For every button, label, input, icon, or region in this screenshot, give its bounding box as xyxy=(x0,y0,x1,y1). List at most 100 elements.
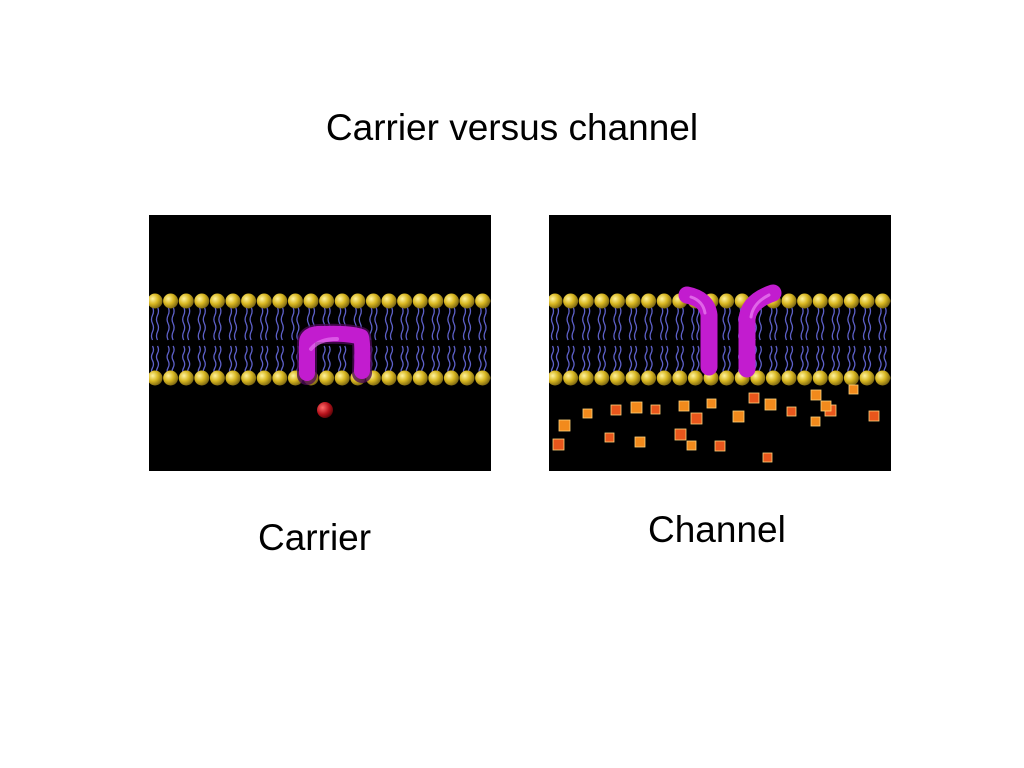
lipid-tail xyxy=(389,306,394,341)
lipid-tail xyxy=(550,345,555,376)
ion-particle xyxy=(714,440,726,452)
lipid-head xyxy=(256,293,272,309)
ion-particle xyxy=(732,410,745,423)
lipid-tail xyxy=(696,345,700,376)
ion-particle xyxy=(582,408,593,419)
lipid-tail xyxy=(436,345,440,376)
lipid-head xyxy=(609,370,625,386)
lipid-head xyxy=(750,370,766,386)
lipid-head xyxy=(194,370,210,386)
lipid-tail xyxy=(816,306,820,341)
lipid-head xyxy=(303,293,319,309)
lipid-tail xyxy=(291,345,295,376)
lipid-tail xyxy=(265,306,269,341)
lipid-tail xyxy=(150,306,155,341)
lipid-tail xyxy=(213,345,217,376)
lipid-head xyxy=(843,370,859,386)
lipid-tail xyxy=(197,345,201,376)
lipid-tail xyxy=(680,306,684,341)
lipid-tail xyxy=(447,306,451,341)
lipid-tail xyxy=(862,306,867,341)
lipid-tail xyxy=(831,306,835,341)
carrier-ion xyxy=(317,402,333,418)
carrier-membrane-panel xyxy=(149,215,491,471)
lipid-tail xyxy=(628,345,633,376)
lipid-head xyxy=(225,293,241,309)
ion-particle xyxy=(706,398,717,409)
lipid-tail xyxy=(213,306,217,341)
lipid-tail xyxy=(233,306,238,341)
lipid-tail xyxy=(633,306,638,341)
lipid-tail xyxy=(774,306,778,341)
lipid-tail xyxy=(182,306,186,341)
lipid-head xyxy=(672,370,688,386)
lipid-tail xyxy=(431,306,435,341)
lipid-tail xyxy=(769,345,773,376)
lipid-tail xyxy=(727,345,731,376)
lipid-tail xyxy=(416,306,420,341)
ion-particle xyxy=(610,404,622,416)
lipid-head xyxy=(812,370,828,386)
lipid-tail xyxy=(665,345,669,376)
lipid-tail xyxy=(384,306,389,341)
lipid-tail xyxy=(462,345,467,376)
lipid-head xyxy=(719,293,735,309)
ion-particle xyxy=(762,452,773,463)
lipid-tails xyxy=(550,306,887,376)
lipid-tail xyxy=(452,306,456,341)
lipid-tail xyxy=(291,306,295,341)
lipid-head xyxy=(365,293,381,309)
lipid-tail xyxy=(275,345,279,376)
lipid-head xyxy=(319,370,335,386)
lipid-tail xyxy=(582,306,586,341)
lipid-tail xyxy=(800,306,804,341)
lipid-tail xyxy=(171,345,175,376)
ion-particle xyxy=(820,400,832,412)
lipid-head xyxy=(428,370,444,386)
lipid-head xyxy=(578,293,594,309)
lipid-head xyxy=(563,293,579,309)
lipid-tail xyxy=(660,345,664,376)
lipid-tail xyxy=(260,345,264,376)
ion-particle xyxy=(604,432,615,443)
lipid-tail xyxy=(644,345,648,376)
lipid-tail xyxy=(852,306,856,341)
lipid-tail xyxy=(821,306,825,341)
lipid-tail xyxy=(483,306,487,341)
lipid-tail xyxy=(665,306,669,341)
slide-title: Carrier versus channel xyxy=(325,107,699,148)
lipid-head xyxy=(443,293,459,309)
ion-particle xyxy=(674,428,687,441)
lipid-head xyxy=(272,370,288,386)
lipid-head xyxy=(656,370,672,386)
lipid-tail xyxy=(228,306,233,341)
lipid-head xyxy=(428,293,444,309)
lipid-tail xyxy=(628,306,633,341)
lipid-tail xyxy=(447,345,451,376)
lipid-tail xyxy=(550,306,555,341)
lipid-tail xyxy=(769,306,773,341)
lipid-tail xyxy=(883,306,887,341)
lipid-tail xyxy=(722,345,726,376)
channel-ions xyxy=(552,384,880,463)
lipid-tail xyxy=(150,345,155,376)
lipid-tail xyxy=(805,345,809,376)
lipid-tail xyxy=(296,306,300,341)
lipid-head xyxy=(475,370,491,386)
lipid-tail xyxy=(847,345,851,376)
lipid-tail xyxy=(633,345,638,376)
ion-particle xyxy=(686,440,697,451)
lipid-head xyxy=(443,370,459,386)
lipid-tail xyxy=(821,345,825,376)
lipid-tail xyxy=(613,306,617,341)
lipid-head xyxy=(641,370,657,386)
lipid-tail xyxy=(400,345,404,376)
lipid-tail xyxy=(155,306,160,341)
lipid-tail xyxy=(566,306,570,341)
ion-particle xyxy=(634,436,646,448)
lipid-head xyxy=(209,293,225,309)
lipid-tail xyxy=(774,345,778,376)
lipid-tail xyxy=(555,306,560,341)
lipid-tail xyxy=(233,345,238,376)
lipid-tail xyxy=(218,345,222,376)
